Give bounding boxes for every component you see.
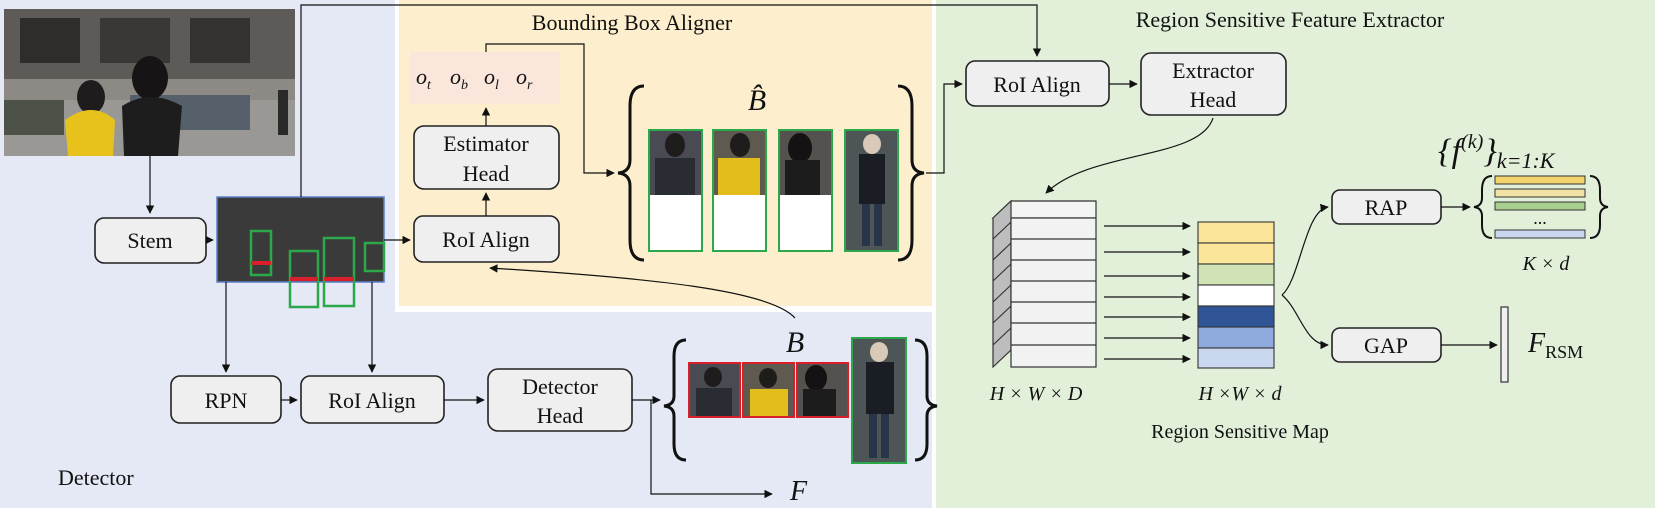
extractor-head-label-1: Extractor	[1172, 58, 1255, 83]
aligner-title: Bounding Box Aligner	[532, 10, 733, 35]
gap-box: GAP	[1331, 327, 1442, 363]
hwd-label: H ×W × d	[1197, 383, 1282, 405]
fk-set-symbol: {f(k)}k=1:K	[1438, 131, 1556, 173]
extractor-head-box: Extractor Head	[1140, 52, 1287, 116]
b-hat-symbol: B̂	[748, 84, 766, 117]
k-times-d-label: K × d	[1522, 253, 1571, 275]
part-feature-stack	[1494, 175, 1586, 239]
estimator-head-box: Estimator Head	[413, 125, 560, 190]
rpn-box: RPN	[170, 375, 282, 424]
detected-crop	[796, 362, 849, 418]
detector-title: Detector	[58, 465, 134, 490]
rap-label: RAP	[1365, 195, 1408, 220]
extractor-title: Region Sensitive Feature Extractor	[1136, 7, 1445, 32]
rsm-caption: Region Sensitive Map	[1151, 421, 1329, 443]
input-image	[4, 9, 295, 156]
detected-crop	[742, 362, 795, 418]
detector-head-label-1: Detector	[522, 374, 598, 399]
aligned-crop	[712, 129, 767, 252]
proposal-box	[322, 236, 356, 308]
stack-right-brace	[1589, 175, 1609, 239]
stem-box: Stem	[94, 217, 207, 264]
estimator-head-label-1: Estimator	[443, 131, 529, 156]
detector-head-label-2: Head	[537, 403, 583, 428]
roi-align-detector-box: RoI Align	[300, 375, 445, 424]
roi-align-extractor-label: RoI Align	[993, 72, 1080, 97]
roi-align-extractor-box: RoI Align	[965, 60, 1110, 107]
flow-arrows	[145, 4, 1498, 499]
rap-box: RAP	[1331, 189, 1442, 225]
stack-ellipsis: ...	[1533, 208, 1547, 228]
frsm-symbol: FRSM	[1527, 328, 1583, 362]
extractor-head-label-2: Head	[1190, 87, 1236, 112]
aligned-crop	[648, 129, 703, 252]
b-symbol: B	[786, 326, 804, 359]
aligned-crop	[778, 129, 833, 252]
offset-vector: ot ob ol or	[410, 52, 560, 104]
gap-label: GAP	[1364, 333, 1408, 358]
feature-block-3d	[991, 199, 1097, 369]
roi-align-aligner-box: RoI Align	[413, 215, 560, 263]
detected-crop	[688, 362, 741, 418]
f-symbol: F	[789, 476, 808, 507]
bhat-right-brace	[897, 84, 925, 262]
roi-align-aligner-label: RoI Align	[442, 227, 529, 252]
detector-head-box: Detector Head	[487, 368, 633, 432]
aligned-crop	[844, 129, 899, 252]
proposal-box	[363, 241, 386, 273]
b-right-brace	[914, 338, 938, 462]
estimator-head-label-2: Head	[463, 161, 509, 186]
bhat-left-brace	[617, 84, 645, 262]
b-left-brace	[663, 338, 687, 462]
frsm-vector	[1500, 306, 1509, 383]
hwD-label: H × W × D	[989, 383, 1083, 405]
proposal-box	[249, 229, 273, 277]
stem-label: Stem	[127, 228, 172, 253]
region-sensitive-map	[1197, 221, 1275, 369]
stack-left-brace	[1473, 175, 1493, 239]
rpn-label: RPN	[205, 388, 248, 413]
roi-align-detector-label: RoI Align	[328, 388, 415, 413]
detected-crop	[851, 337, 907, 464]
